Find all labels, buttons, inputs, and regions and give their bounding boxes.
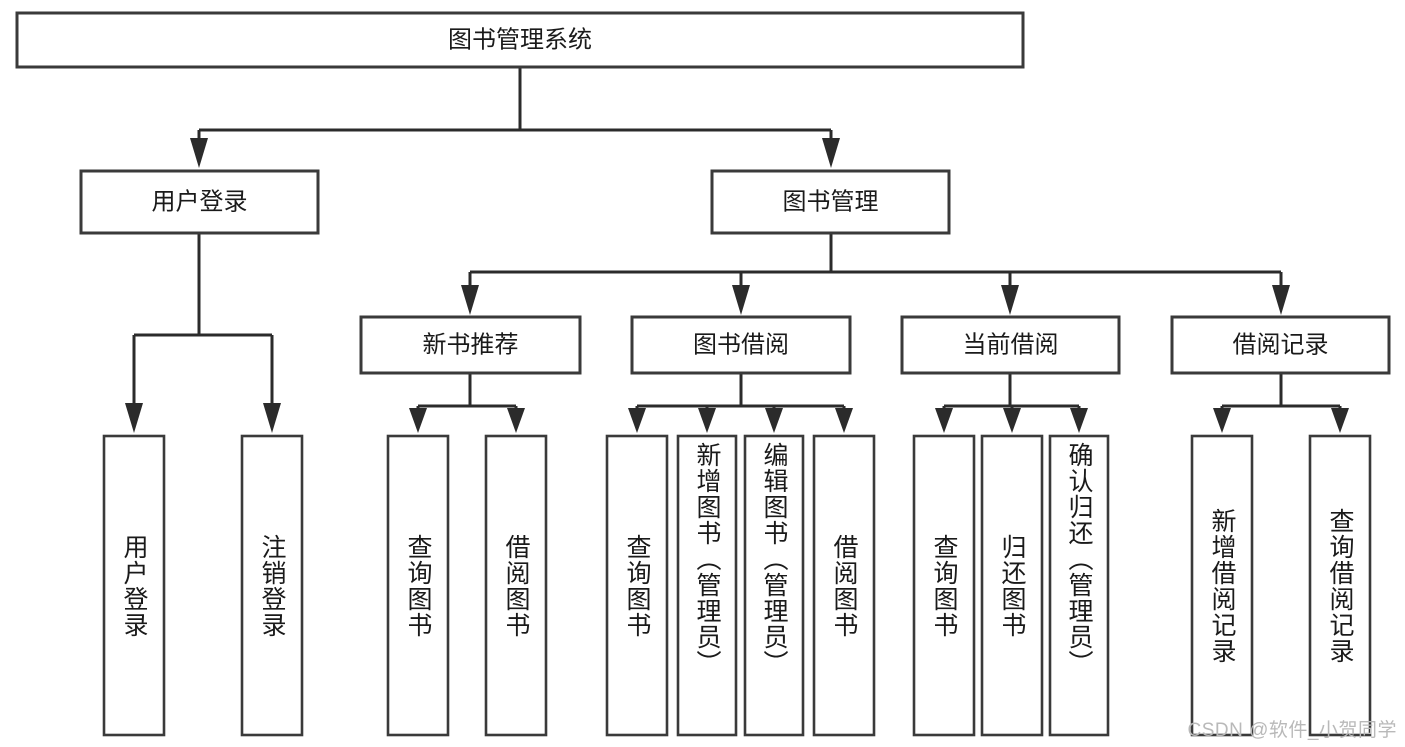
node-return-book[interactable] — [980, 434, 1044, 737]
node-new-book-recommend[interactable] — [359, 315, 582, 375]
node-book-manage[interactable] — [710, 169, 951, 235]
arrowhead-borrow-record — [1272, 285, 1290, 315]
arrowhead-book-borrow — [732, 285, 750, 315]
arrowhead-user-login — [190, 138, 208, 168]
arrowhead-return-book — [1003, 408, 1021, 433]
node-book-borrow-label: 图书借阅 — [693, 331, 789, 358]
arrowhead-query-borrow-record — [1331, 408, 1349, 433]
node-new-book-recommend-label: 新书推荐 — [423, 331, 519, 358]
node-book-borrow[interactable] — [630, 315, 852, 375]
node-query-borrow-record[interactable] — [1308, 434, 1372, 737]
node-layer: 图书管理系统 用户登录 图书管理 新书推荐 图书借阅 当前借阅 借阅记录 — [15, 11, 1391, 737]
node-edit-book-admin[interactable] — [743, 434, 805, 737]
arrowhead-new-book-recommend — [461, 285, 479, 315]
arrowhead-edit-book-admin — [765, 408, 783, 433]
arrowhead-book-manage — [822, 138, 840, 168]
csdn-watermark: CSDN @软件_小贺同学 — [1187, 720, 1397, 741]
edge-layer — [125, 67, 1349, 433]
node-current-borrow[interactable] — [900, 315, 1121, 375]
arrowhead-confirm-return-admin — [1070, 408, 1088, 433]
node-root-label: 图书管理系统 — [448, 26, 592, 53]
node-current-borrow-label: 当前借阅 — [963, 331, 1059, 358]
node-book-manage-label: 图书管理 — [783, 188, 879, 215]
arrowhead-borrow-book-2 — [835, 408, 853, 433]
node-add-borrow-record[interactable] — [1190, 434, 1254, 737]
node-query-book-3[interactable] — [912, 434, 976, 737]
node-borrow-book-2[interactable] — [812, 434, 876, 737]
node-query-book-1[interactable] — [386, 434, 450, 737]
node-borrow-record[interactable] — [1170, 315, 1391, 375]
node-confirm-return-admin[interactable] — [1048, 434, 1110, 737]
arrowhead-add-book-admin — [698, 408, 716, 433]
node-user-login-label: 用户登录 — [152, 188, 248, 215]
node-user-logout[interactable] — [240, 434, 304, 737]
arrowhead-add-borrow-record — [1213, 408, 1231, 433]
node-borrow-record-label: 借阅记录 — [1233, 331, 1329, 358]
arrowhead-user-logout — [263, 403, 281, 433]
arrowhead-query-book-1 — [409, 408, 427, 433]
arrowhead-user-login-do — [125, 403, 143, 433]
arrowhead-borrow-book-1 — [507, 408, 525, 433]
arrowhead-query-book-3 — [935, 408, 953, 433]
arrowhead-query-book-2 — [628, 408, 646, 433]
node-user-login-do[interactable] — [102, 434, 166, 737]
node-borrow-book-1[interactable] — [484, 434, 548, 737]
arrowhead-current-borrow — [1001, 285, 1019, 315]
node-add-book-admin[interactable] — [676, 434, 738, 737]
node-query-book-2[interactable] — [605, 434, 669, 737]
node-user-login[interactable] — [79, 169, 320, 235]
node-root[interactable] — [15, 11, 1025, 69]
